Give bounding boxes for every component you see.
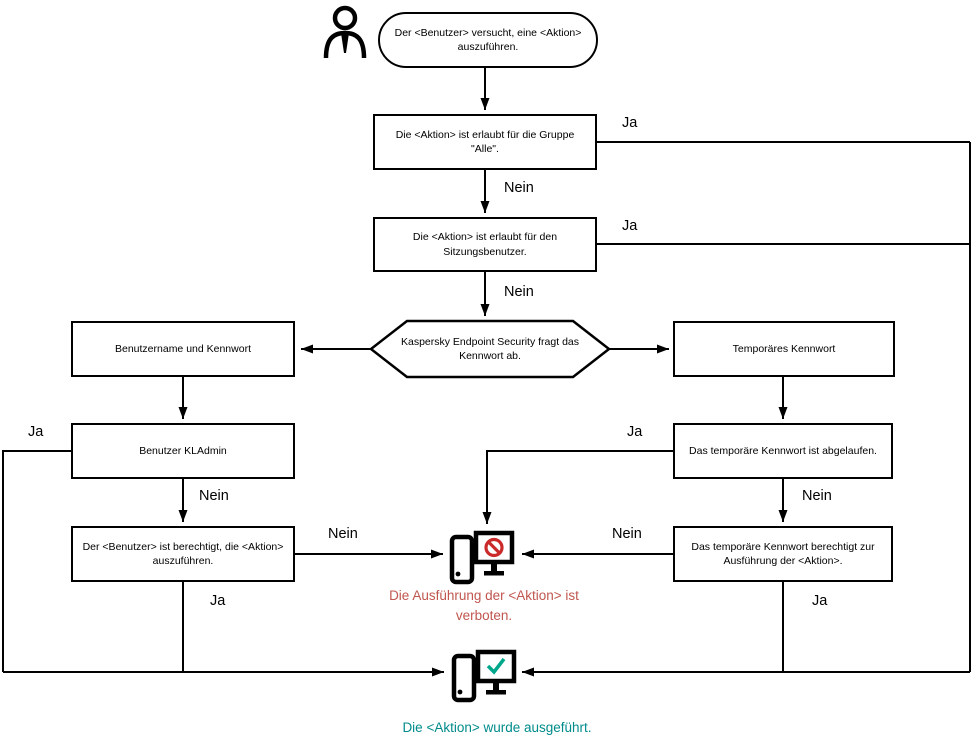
node-start: Der <Benutzer> versucht, eine <Aktion> a… <box>378 12 598 68</box>
node-password-prompt: Kaspersky Endpoint Security fragt das Ke… <box>400 335 579 362</box>
node-temp-expired: Das temporäre Kennwort ist abgelaufen. <box>673 423 893 479</box>
node-kladmin: Benutzer KLAdmin <box>71 423 295 479</box>
label-session-no: Nein <box>504 284 534 300</box>
label-kladmin-no: Nein <box>199 488 229 504</box>
hexagon-shape <box>368 319 612 379</box>
label-expired-no: Nein <box>802 488 832 504</box>
node-user-authorized: Der <Benutzer> ist berechtigt, die <Akti… <box>71 526 295 582</box>
user-icon <box>323 5 367 59</box>
node-username-password: Benutzername und Kennwort <box>71 321 295 377</box>
denied-caption: Die Ausführung der <Aktion> ist verboten… <box>389 588 579 624</box>
label-kladmin-yes: Ja <box>28 424 44 440</box>
node-group-alle: Die <Aktion> ist erlaubt für die Gruppe … <box>373 114 597 170</box>
label-session-yes: Ja <box>622 218 638 234</box>
label-tempauth-no: Nein <box>612 526 642 542</box>
node-temp-password: Temporäres Kennwort <box>673 321 895 377</box>
computer-blocked-icon <box>449 530 515 585</box>
label-authorized-yes: Ja <box>210 593 226 609</box>
node-temp-authorizes: Das temporäre Kennwort berechtigt zur Au… <box>673 526 893 582</box>
edge-kladmin-yes <box>2 450 71 672</box>
label-tempauth-yes: Ja <box>812 593 828 609</box>
edge-expired-yes <box>482 450 673 524</box>
label-expired-yes: Ja <box>627 424 643 440</box>
label-group-no: Nein <box>504 180 534 196</box>
label-authorized-no: Nein <box>328 526 358 542</box>
success-caption: Die <Aktion> wurde ausgeführt. <box>402 720 592 735</box>
label-group-yes: Ja <box>622 115 638 131</box>
computer-check-icon <box>451 649 517 703</box>
node-session-user: Die <Aktion> ist erlaubt für den Sitzung… <box>373 217 597 272</box>
